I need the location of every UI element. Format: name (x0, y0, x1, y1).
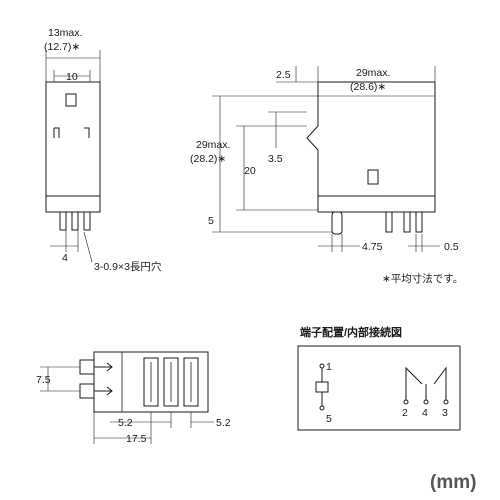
coil-symbol (315, 381, 329, 393)
terminal-4 (423, 399, 429, 405)
bottom-contact-2 (143, 357, 159, 407)
bottom-contact-4 (163, 357, 179, 407)
front-slot-right (84, 127, 90, 138)
side-height-max-label: 29max. (196, 139, 230, 151)
side-dim-20-label: 20 (244, 165, 256, 177)
side-dim-5-label: 5 (208, 215, 214, 227)
side-height-avg-label: (28.2)∗ (190, 153, 226, 165)
side-body (306, 81, 436, 213)
side-pin-c (415, 211, 423, 233)
side-offset-left-label: 2.5 (276, 69, 291, 81)
side-dim-3-5-label: 3.5 (268, 153, 283, 165)
terminal-5 (319, 405, 325, 411)
bottom-coil-arrow-1 (94, 362, 113, 372)
front-pin-2 (71, 211, 79, 231)
terminal-label-2: 2 (402, 407, 408, 419)
terminal-label-5: 5 (326, 413, 332, 425)
bottom-contact-3 (183, 357, 199, 407)
front-width-max-label: 13max. (48, 27, 82, 39)
side-latch (367, 169, 379, 185)
unit-label: (mm) (430, 472, 476, 493)
terminal-1 (319, 363, 325, 369)
side-view (212, 66, 440, 252)
bottom-view (40, 351, 214, 444)
front-width-avg-label: (12.7)∗ (44, 41, 80, 53)
contact-no-line (433, 366, 447, 400)
bottom-dim-17-5-label: 17.5 (126, 433, 147, 445)
terminal-label-1: 1 (326, 361, 332, 373)
side-pin-coil (331, 211, 343, 235)
side-pin-b (403, 211, 411, 233)
contact-nc-line (405, 366, 423, 400)
side-pin-a (385, 211, 393, 233)
front-body (45, 81, 101, 213)
front-pin-3 (83, 211, 91, 231)
bottom-dim-5-2-left-label: 5.2 (118, 417, 133, 429)
terminal-label-4: 4 (422, 407, 428, 419)
terminal-label-3: 3 (442, 407, 448, 419)
connection-diagram-title: 端子配置/内部接続図 (300, 325, 402, 339)
connection-diagram (297, 345, 461, 431)
side-dim-0-5-label: 0.5 (444, 241, 459, 253)
front-view (45, 50, 101, 263)
bottom-coil-arrow-5 (94, 386, 113, 396)
bottom-dim-5-2-right-label: 5.2 (216, 417, 231, 429)
bottom-coil-pin-5 (79, 383, 95, 399)
average-dimension-note: ∗平均寸法です。 (382, 272, 463, 285)
terminal-2 (403, 399, 409, 405)
front-pin-1 (59, 211, 67, 231)
side-length-avg-label: (28.6)∗ (350, 81, 386, 93)
terminal-3 (443, 399, 449, 405)
front-window (65, 93, 77, 107)
front-inner-width-label: 10 (66, 71, 78, 83)
side-length-max-label: 29max. (356, 67, 390, 79)
bottom-coil-pin-1 (79, 359, 95, 375)
front-pin-offset-label: 4 (62, 252, 68, 264)
front-hole-note: 3-0.9×3長円穴 (94, 260, 162, 273)
connection-frame (297, 345, 461, 431)
bottom-dim-7-5-label: 7.5 (36, 374, 51, 386)
front-slot-left (53, 127, 60, 138)
side-dim-4-75-label: 4.75 (362, 241, 383, 253)
